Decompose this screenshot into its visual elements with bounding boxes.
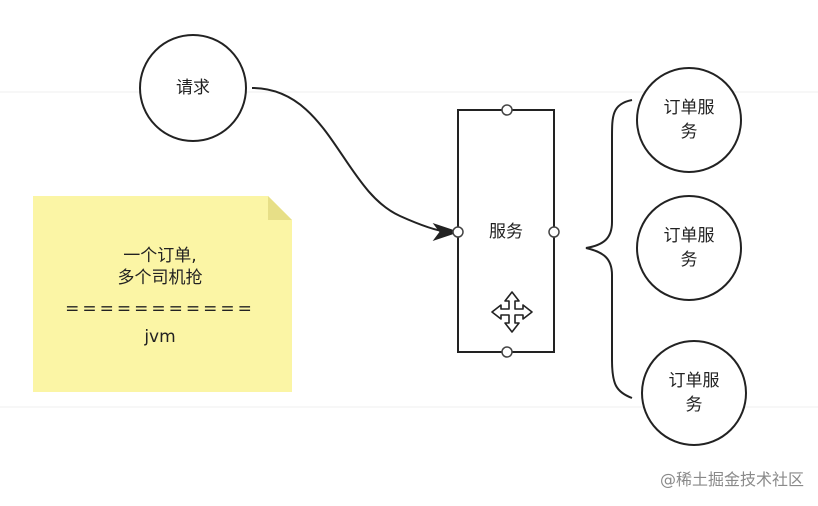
- order-service-node-3[interactable]: [641, 340, 747, 446]
- move-cursor-icon[interactable]: [491, 291, 533, 333]
- note-line-4: jvm: [144, 327, 176, 347]
- order-service-label-3-line1: 订单服: [668, 371, 720, 391]
- order-service-label-2-line1: 订单服: [663, 226, 715, 246]
- sticky-note[interactable]: [33, 196, 292, 392]
- request-node[interactable]: [139, 34, 247, 142]
- note-line-3: ===========: [65, 299, 255, 319]
- connection-handle-left[interactable]: [452, 226, 464, 238]
- order-service-label-1: 订单服 务: [639, 96, 739, 144]
- connection-handle-top[interactable]: [501, 104, 513, 116]
- order-service-label-1-line2: 务: [680, 122, 698, 142]
- note-line-2: 多个司机抢: [117, 268, 203, 288]
- order-service-label-3-line2: 务: [685, 395, 703, 415]
- watermark: @稀土掘金技术社区: [659, 470, 804, 489]
- connector-arrowhead: [432, 223, 460, 241]
- order-service-node-1[interactable]: [636, 67, 742, 173]
- request-to-service-connector[interactable]: [251, 87, 449, 233]
- order-service-label-2: 订单服 务: [639, 224, 739, 272]
- order-service-label-1-line1: 订单服: [663, 98, 715, 118]
- service-label: 服务: [489, 222, 523, 242]
- connection-handle-right[interactable]: [548, 226, 560, 238]
- request-label: 请求: [176, 78, 210, 98]
- order-service-label-3: 订单服 务: [644, 369, 744, 417]
- order-service-label-2-line2: 务: [680, 250, 698, 270]
- sticky-note-fold: [268, 196, 292, 220]
- grouping-brace: [585, 99, 633, 399]
- connection-handle-bottom[interactable]: [501, 346, 513, 358]
- order-service-node-2[interactable]: [636, 195, 742, 301]
- note-line-1: 一个订单,: [123, 246, 197, 266]
